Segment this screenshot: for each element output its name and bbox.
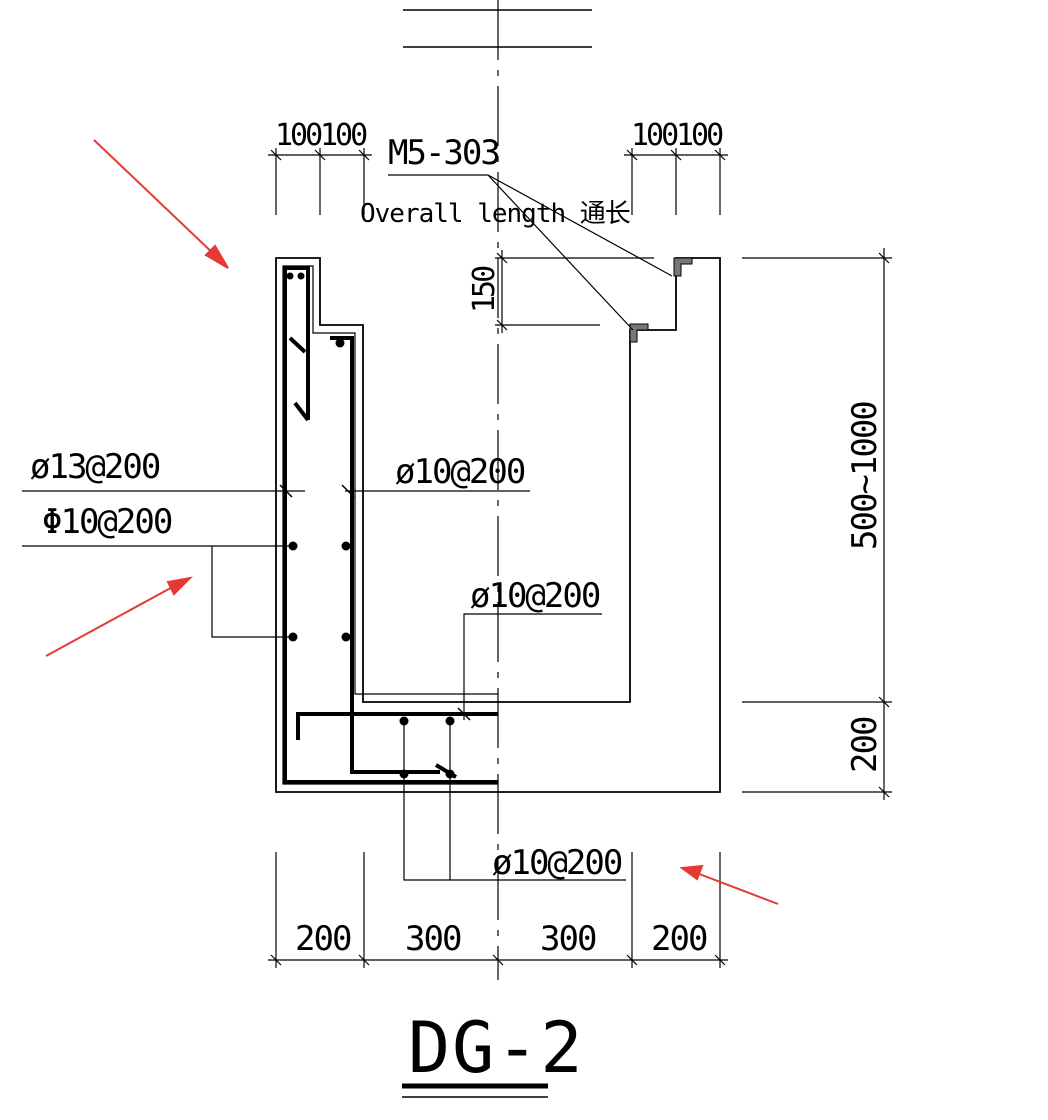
drawing-title: DG-2 — [408, 1007, 585, 1089]
dim-lines-top — [268, 148, 728, 215]
height-main-label: 500~1000 — [845, 402, 885, 550]
annotation-arrows — [45, 139, 779, 905]
bottom-dim-label: 300 — [405, 919, 461, 959]
anchor-note: Overall length 通长 — [360, 199, 631, 229]
rebar-inner-label: ø10@200 — [395, 452, 525, 492]
dim-lines-right — [495, 248, 892, 800]
bottom-rebar-top — [296, 712, 498, 740]
top-dim-label: 100 — [320, 118, 367, 153]
concrete-outline — [275, 257, 721, 793]
rebar-bottom-label: ø10@200 — [492, 843, 622, 883]
main-rebar-outer — [283, 266, 498, 784]
rebar-hook — [293, 401, 310, 422]
cover-line — [282, 265, 498, 785]
bottom-dim-label: 300 — [540, 919, 596, 959]
curb-height-label: 150 — [467, 266, 502, 313]
rebar-dots — [286, 272, 455, 779]
top-dim-label: 100 — [275, 118, 322, 153]
leader-ticks — [279, 484, 471, 721]
steel-angle-bottom — [629, 323, 649, 343]
top-dim-label: 100 — [676, 118, 723, 153]
main-rebar-inner — [330, 336, 440, 774]
rebar-hook — [288, 336, 307, 354]
rebar-distribution-label: Φ10@200 — [42, 502, 172, 542]
bottom-dim-label: 200 — [651, 919, 707, 959]
steel-angle-top — [673, 257, 693, 277]
anchor-label: M5-303 — [388, 133, 499, 173]
top-dim-label: 100 — [631, 118, 678, 153]
dim-lines-bottom — [268, 852, 728, 968]
rebar-outer-label: ø13@200 — [30, 447, 160, 487]
height-base-label: 200 — [845, 717, 885, 773]
rebar-bottom-top-label: ø10@200 — [470, 576, 600, 616]
leader-lines — [22, 174, 673, 881]
bottom-dim-label: 200 — [295, 919, 351, 959]
